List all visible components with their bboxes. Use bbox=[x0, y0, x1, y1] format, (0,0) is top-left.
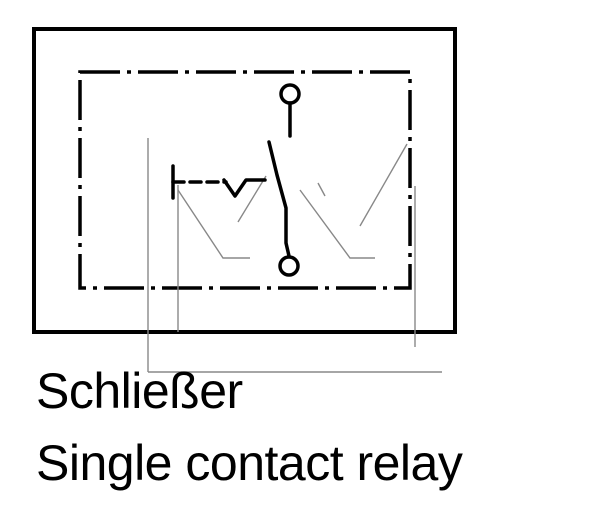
leader-lines bbox=[147, 138, 442, 373]
caption-german: Schließer bbox=[36, 363, 243, 419]
lower-terminal bbox=[278, 255, 300, 277]
outer-frame bbox=[32, 27, 457, 334]
upper-terminal bbox=[279, 83, 301, 105]
relay-contact-symbol bbox=[171, 83, 301, 277]
caption-english: Single contact relay bbox=[36, 435, 463, 491]
inner-enclosure bbox=[78, 70, 412, 290]
return-spring bbox=[222, 178, 267, 198]
contact-blade bbox=[267, 140, 291, 258]
